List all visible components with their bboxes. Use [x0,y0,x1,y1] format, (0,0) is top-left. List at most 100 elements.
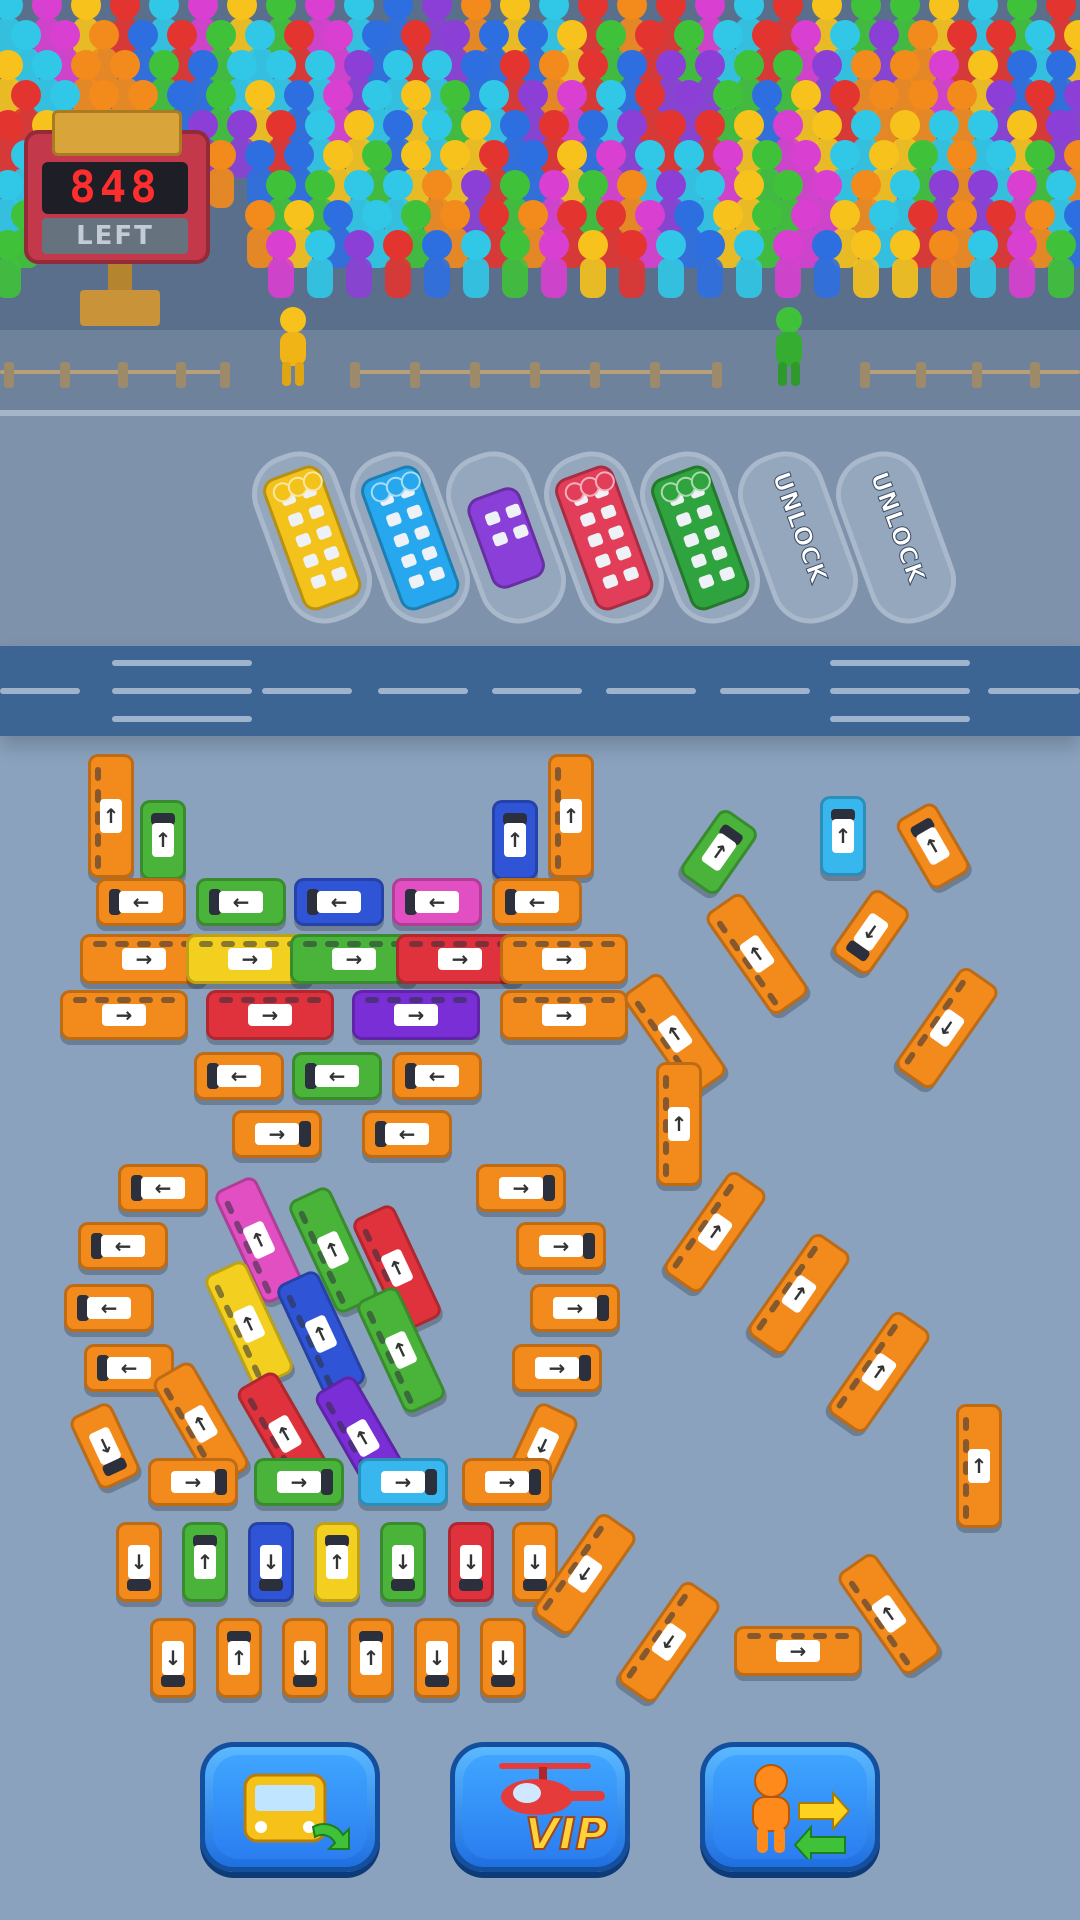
orange-bus[interactable]: ↑ [744,1230,854,1358]
bus-window [633,999,647,1015]
green-car[interactable]: ↑ [182,1522,228,1602]
green-car[interactable]: ← [196,878,286,926]
orange-car[interactable]: → [232,1110,322,1158]
seat [420,544,439,561]
orange-bus[interactable]: → [500,990,628,1040]
crowd-passenger [1004,230,1040,304]
direction-arrow-icon: → [535,1357,579,1379]
orange-bus[interactable]: ↑ [702,890,812,1018]
direction-arrow-icon: ↑ [968,1449,990,1483]
orange-car[interactable]: ↓ [829,886,913,978]
orange-car[interactable]: ↑ [893,799,973,893]
windshield [209,889,221,915]
orange-bus[interactable]: → [500,934,628,984]
green-car[interactable]: ← [292,1052,382,1100]
windshield [127,1579,151,1591]
orange-car[interactable]: ← [492,878,582,926]
green-car[interactable]: → [254,1458,344,1506]
direction-arrow-icon: → [228,948,272,970]
direction-arrow-icon: → [438,948,482,970]
bus-window [663,1119,669,1133]
orange-car[interactable]: ← [362,1110,452,1158]
direction-arrow-icon: ← [385,1123,429,1145]
blue-car[interactable]: ↑ [492,800,538,880]
crowd-passenger [614,50,650,124]
direction-arrow-icon: ↑ [228,1641,250,1675]
crowd-passenger [1043,230,1079,304]
orange-car[interactable]: → [476,1164,566,1212]
direction-arrow-icon: ← [515,891,559,913]
yellow-car[interactable]: ↑ [314,1522,360,1602]
orange-bus[interactable]: ↑ [548,754,594,878]
cyan-car[interactable]: → [358,1458,448,1506]
seat [710,544,729,561]
orange-car[interactable]: ↑ [348,1618,394,1698]
orange-bus[interactable]: ↓ [892,964,1002,1092]
orange-car[interactable]: ↓ [480,1618,526,1698]
vip-button[interactable]: VIP [450,1742,630,1872]
bus-window [117,997,131,1003]
direction-arrow-icon: ↑ [182,1403,220,1445]
orange-car[interactable]: ↑ [216,1618,262,1698]
blue-car[interactable]: ← [294,878,384,926]
orange-car[interactable]: ← [96,878,186,926]
orange-bus[interactable]: → [734,1626,862,1676]
orange-car[interactable]: ← [78,1222,168,1270]
windshield [405,889,417,915]
crowd-passenger [263,230,299,304]
seat [622,565,640,582]
counter-label: LEFT [42,218,188,254]
red-bus[interactable]: → [206,990,334,1040]
orange-car[interactable]: ← [118,1164,208,1212]
bus-window [325,941,339,947]
orange-car[interactable]: → [530,1284,620,1332]
orange-bus[interactable]: ↑ [824,1308,934,1436]
direction-arrow-icon: ↑ [504,823,526,857]
crowd-passenger [1022,20,1058,94]
crosswalk-stripe [830,688,970,694]
orange-car[interactable]: ↓ [116,1522,162,1602]
direction-arrow-icon: ↓ [460,1545,482,1579]
orange-car[interactable]: ← [64,1284,154,1332]
blue-car[interactable]: ↓ [248,1522,294,1602]
orange-car[interactable]: ↓ [512,1522,558,1602]
red-car[interactable]: ↓ [448,1522,494,1602]
orange-bus[interactable]: → [60,990,188,1040]
bus-window [555,789,561,803]
bus-window [453,941,467,947]
rope-post [220,362,230,388]
bus-window [663,1141,669,1155]
orange-car[interactable]: ← [392,1052,482,1100]
windshield [503,813,527,825]
cyan-car[interactable]: ↑ [820,796,866,876]
orange-car[interactable]: → [512,1344,602,1392]
orange-bus[interactable]: ↓ [614,1578,724,1706]
orange-car[interactable]: ↓ [282,1618,328,1698]
orange-car[interactable]: ← [194,1052,284,1100]
windshield [425,1675,449,1687]
green-car[interactable]: ↑ [677,806,761,898]
windshield [425,1469,437,1495]
swap-passenger-button[interactable] [700,1742,880,1872]
orange-car[interactable]: ↓ [67,1400,143,1492]
pink-car[interactable]: ← [392,878,482,926]
orange-bus[interactable]: ↑ [656,1062,702,1186]
bus-window [73,997,87,1003]
orange-bus[interactable]: ↑ [956,1404,1002,1528]
passenger-crowd [0,0,1080,330]
purple-bus[interactable]: → [352,990,480,1040]
orange-car[interactable]: ↓ [414,1618,460,1698]
orange-bus[interactable]: ↑ [660,1168,770,1296]
orange-bus[interactable]: ↑ [88,754,134,878]
orange-car[interactable]: ↓ [150,1618,196,1698]
green-car[interactable]: ↑ [140,800,186,880]
bus-window [307,997,321,1003]
direction-arrow-icon: ↑ [832,819,854,853]
bus-window [195,1443,208,1459]
orange-car[interactable]: → [462,1458,552,1506]
green-car[interactable]: ↓ [380,1522,426,1602]
swap-bus-button[interactable] [200,1742,380,1872]
orange-car[interactable]: → [516,1222,606,1270]
orange-car[interactable]: → [148,1458,238,1506]
unlock-label: UNLOCK [864,468,931,588]
